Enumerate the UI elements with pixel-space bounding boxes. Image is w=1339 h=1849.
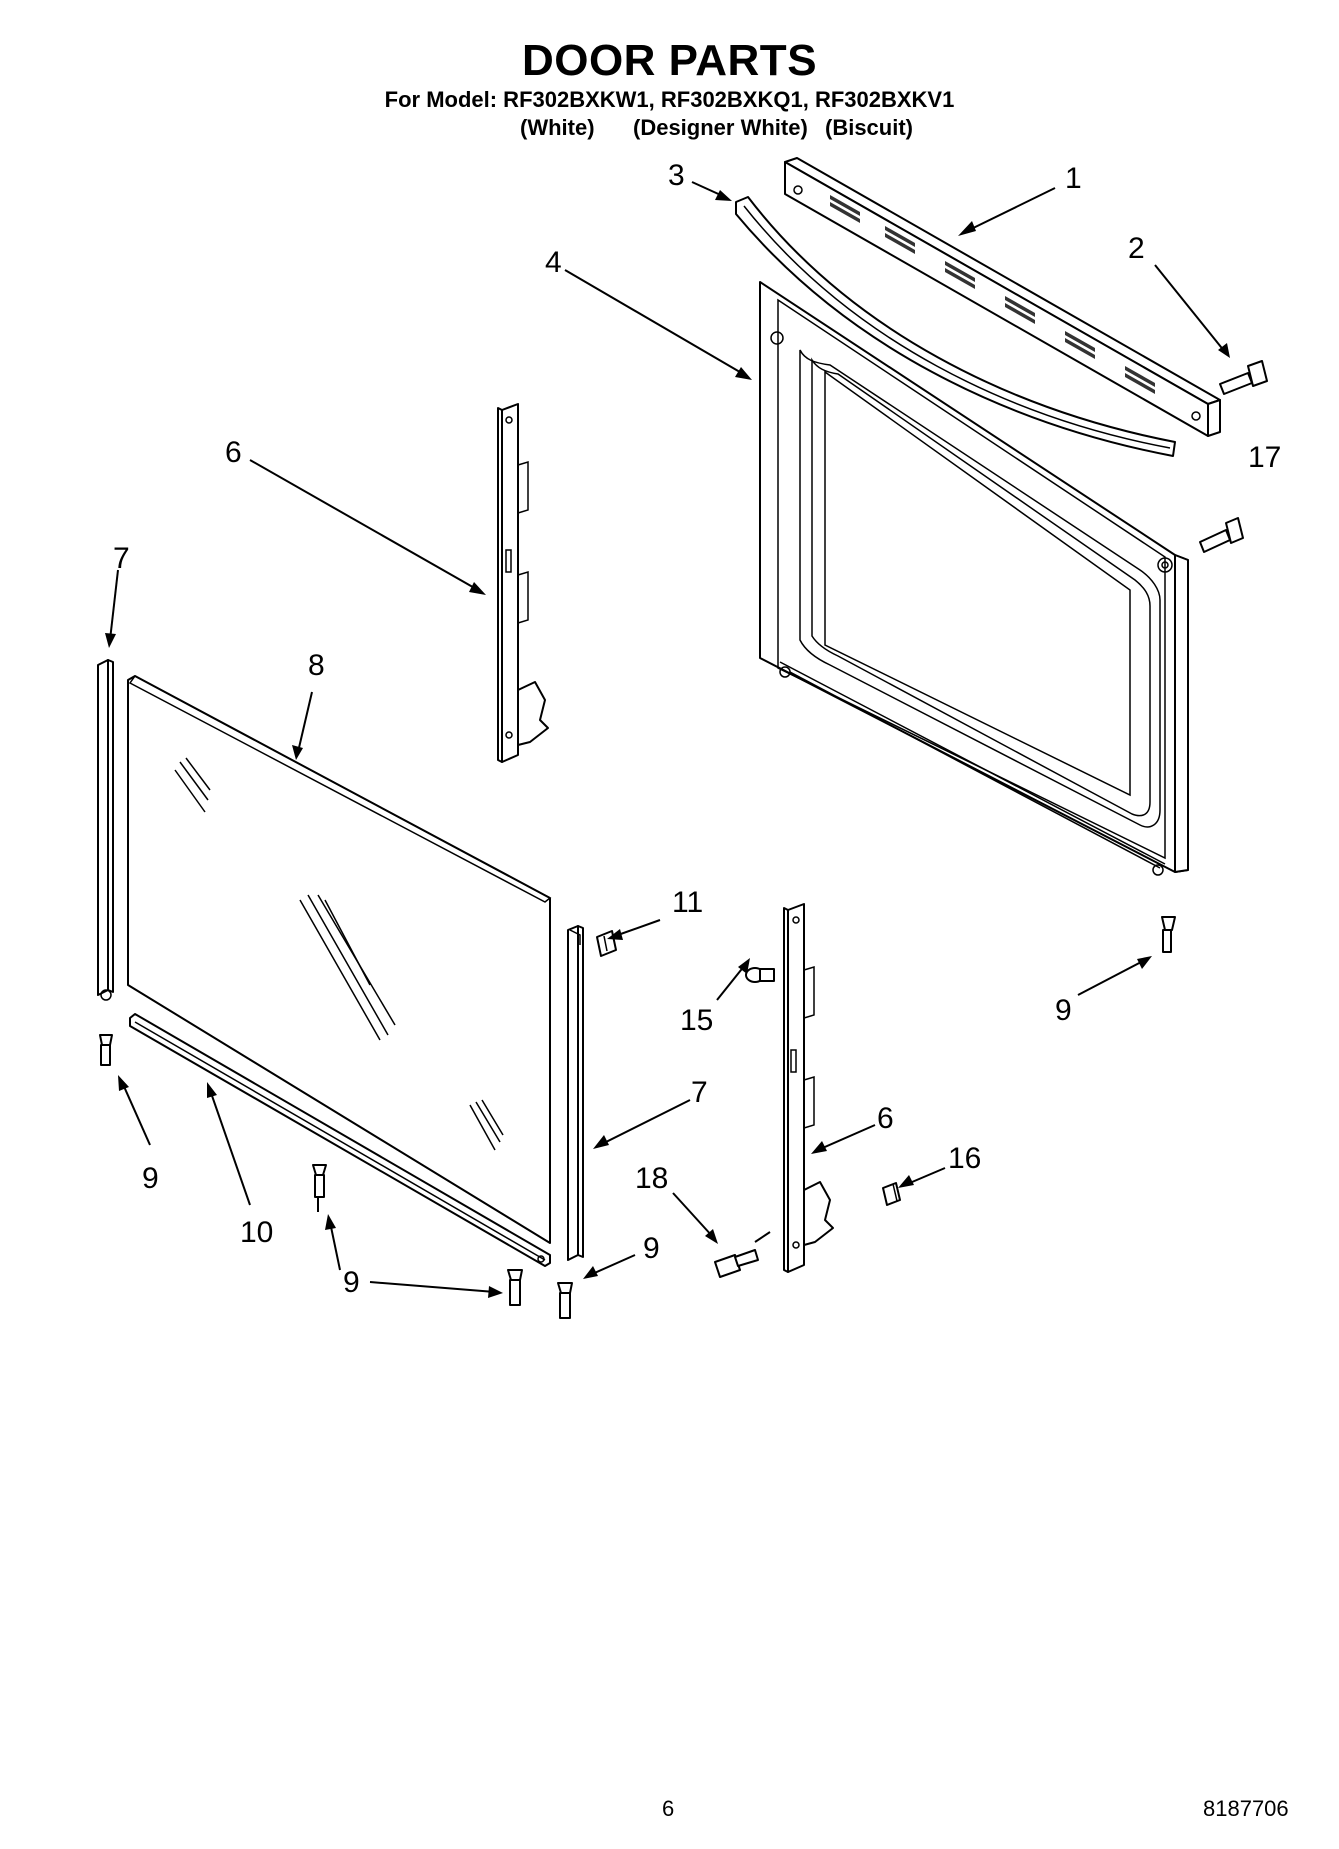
part-screw-2	[1219, 360, 1268, 395]
part-hinge-channel-lower	[783, 903, 834, 1273]
part-bumper-15	[745, 967, 775, 983]
part-vent-panel	[784, 157, 1221, 437]
callout-2: 2	[1128, 232, 1145, 265]
callout-8: 8	[308, 649, 325, 682]
callout-9-center: 9	[343, 1266, 360, 1299]
callout-11: 11	[672, 886, 703, 919]
part-screw-9-e	[557, 1282, 573, 1319]
page-title: DOOR PARTS	[521, 36, 818, 85]
part-screw-9-c	[312, 1164, 327, 1198]
part-screw-9-d	[507, 1269, 523, 1306]
leader-lines	[105, 181, 1230, 1298]
part-side-trim-left	[97, 659, 114, 1001]
part-hinge-channel-upper	[497, 403, 549, 763]
color-designer-white: (Designer White)	[633, 115, 808, 140]
callout-15: 15	[680, 1004, 713, 1037]
document-number: 8187706	[1203, 1796, 1289, 1821]
callout-4: 4	[545, 246, 562, 279]
callout-9-bottom: 9	[643, 1232, 660, 1265]
callout-7-right: 7	[691, 1076, 708, 1109]
callout-6-upper: 6	[225, 436, 242, 469]
part-door-glass	[127, 675, 552, 1244]
callout-1: 1	[1065, 162, 1082, 195]
callout-16: 16	[948, 1142, 981, 1175]
part-door-handle	[735, 196, 1176, 457]
part-screw-18	[714, 1249, 759, 1278]
part-bottom-trim	[129, 1013, 551, 1267]
part-inner-door-panel	[759, 281, 1189, 876]
callout-9-left: 9	[142, 1162, 159, 1195]
color-white: (White)	[520, 115, 595, 140]
callout-6-lower: 6	[877, 1102, 894, 1135]
callout-17: 17	[1248, 441, 1281, 474]
part-screw-9-b	[99, 1034, 113, 1066]
callout-9-right: 9	[1055, 994, 1072, 1027]
color-biscuit: (Biscuit)	[825, 115, 913, 140]
part-side-trim-right	[567, 925, 584, 1261]
callout-labels: 1 2 3 4 6 17 7 8 11 15 9 7 6 16 18 9 10 …	[113, 159, 1281, 1299]
page-number: 6	[662, 1796, 675, 1821]
part-screw-17	[1199, 517, 1244, 553]
callout-18: 18	[635, 1162, 668, 1195]
part-screw-9-a	[1161, 916, 1176, 953]
part-clip-16	[882, 1182, 901, 1206]
callout-10: 10	[240, 1216, 273, 1249]
callout-3: 3	[668, 159, 685, 192]
callout-7-left: 7	[113, 542, 130, 575]
model-line: For Model: RF302BXKW1, RF302BXKQ1, RF302…	[384, 87, 955, 112]
